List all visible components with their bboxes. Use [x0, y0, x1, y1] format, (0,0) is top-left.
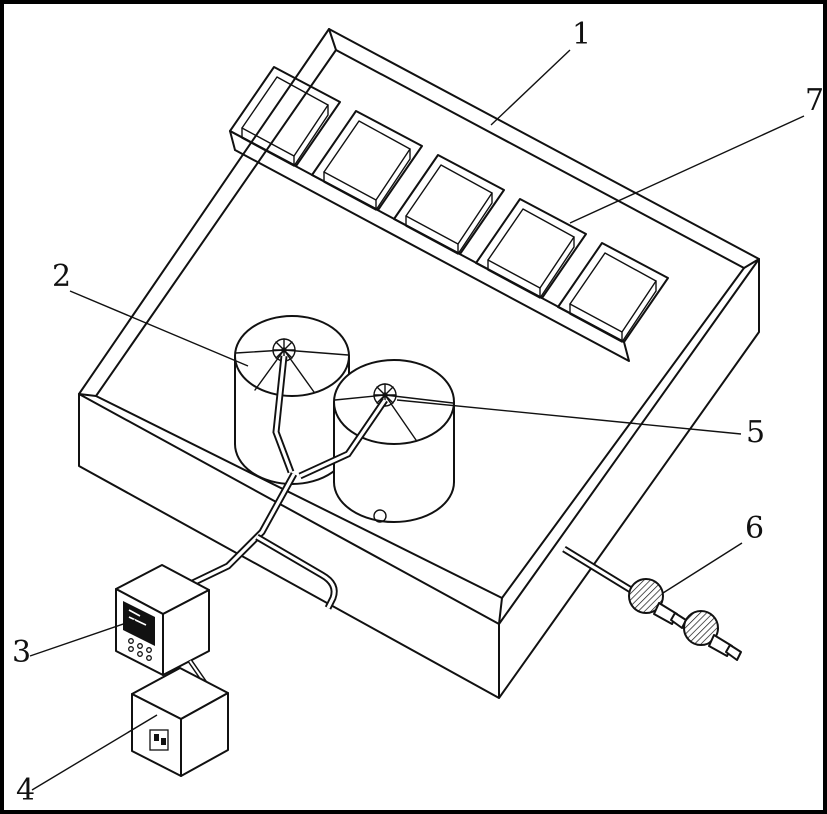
agitator-arms: [334, 394, 454, 441]
figure-canvas: 1 7 2 5 3 6 4: [12, 17, 824, 808]
trough-depth: [405, 192, 493, 255]
agitator-hub: [281, 347, 287, 353]
agitator-hub: [382, 392, 388, 398]
tank-walls: [78, 258, 760, 699]
pipe-right-exit-core: [563, 547, 632, 592]
discharge-pipe: [562, 546, 633, 593]
power-box-mark: [154, 734, 159, 741]
leader-line-4: [31, 714, 158, 791]
main-tank: [78, 28, 760, 699]
drain-fitting: [373, 509, 387, 523]
callout-5: 5: [746, 415, 765, 450]
callout-7: 7: [805, 83, 824, 118]
callout-4: 4: [16, 773, 35, 808]
pump-motor-1: [628, 578, 687, 629]
tank-outer-rim: [78, 28, 760, 625]
trough-5: [557, 242, 669, 343]
control-box: [115, 564, 210, 676]
control-button: [128, 638, 134, 644]
control-buttons: [128, 638, 152, 661]
motor-body: [683, 610, 719, 646]
trough-outer: [229, 66, 341, 167]
leader-line-6: [662, 542, 743, 594]
trough-depth: [487, 236, 575, 299]
pump-motor-2: [683, 610, 742, 661]
power-box-label-frame: [149, 729, 169, 751]
trough-outer: [557, 242, 669, 343]
trough-3: [393, 154, 505, 255]
callout-2: 2: [52, 259, 71, 294]
motor-tip: [670, 612, 687, 629]
motor-body: [628, 578, 664, 614]
cylinder-bottom-arc: [333, 481, 455, 523]
motor-tip: [725, 644, 742, 661]
power-box-right-face: [180, 692, 229, 777]
leader-line-3: [29, 619, 136, 657]
callouts: 1 7 2 5 3 6 4: [12, 17, 824, 808]
feed-pipe-assembly: [172, 355, 388, 610]
control-button: [146, 647, 152, 653]
pipe-drain-stub: [255, 533, 338, 610]
callout-6: 6: [745, 511, 764, 546]
callout-3: 3: [12, 635, 31, 670]
tank-rim-caps: [78, 28, 760, 625]
trough-4: [475, 198, 587, 299]
screen-readout: [128, 609, 147, 626]
leader-line-2: [69, 290, 249, 367]
cylinder-sides: [333, 401, 455, 483]
pipe-drain-stub-core: [256, 535, 336, 609]
control-button: [128, 646, 134, 652]
control-button: [146, 655, 152, 661]
callout-1: 1: [572, 17, 591, 52]
power-box-mark: [161, 738, 166, 745]
trough-outer: [311, 110, 423, 211]
trough-outer: [393, 154, 505, 255]
control-box-right-face: [162, 589, 210, 676]
cylinder-top: [234, 315, 350, 397]
trough-row: [229, 66, 669, 362]
trough-depth: [569, 280, 657, 343]
pipe-left-branch-core: [274, 355, 293, 473]
trough-2: [311, 110, 423, 211]
agitator-arms: [235, 349, 349, 393]
right-mixing-cylinder: [333, 359, 455, 523]
trough-1: [229, 66, 341, 167]
control-box-screen: [123, 601, 155, 646]
leader-line-5: [396, 399, 742, 435]
control-button: [137, 651, 143, 657]
leader-line-7: [569, 115, 805, 224]
control-button: [137, 643, 143, 649]
power-box: [131, 667, 229, 777]
agitator-left: [272, 338, 296, 362]
leader-line-1: [490, 49, 571, 126]
trough-depth: [241, 104, 329, 167]
trough-depth: [323, 148, 411, 211]
trough-outer: [475, 198, 587, 299]
pipe-main-run-core: [173, 473, 296, 594]
pipe-right-branch-core: [299, 399, 387, 478]
